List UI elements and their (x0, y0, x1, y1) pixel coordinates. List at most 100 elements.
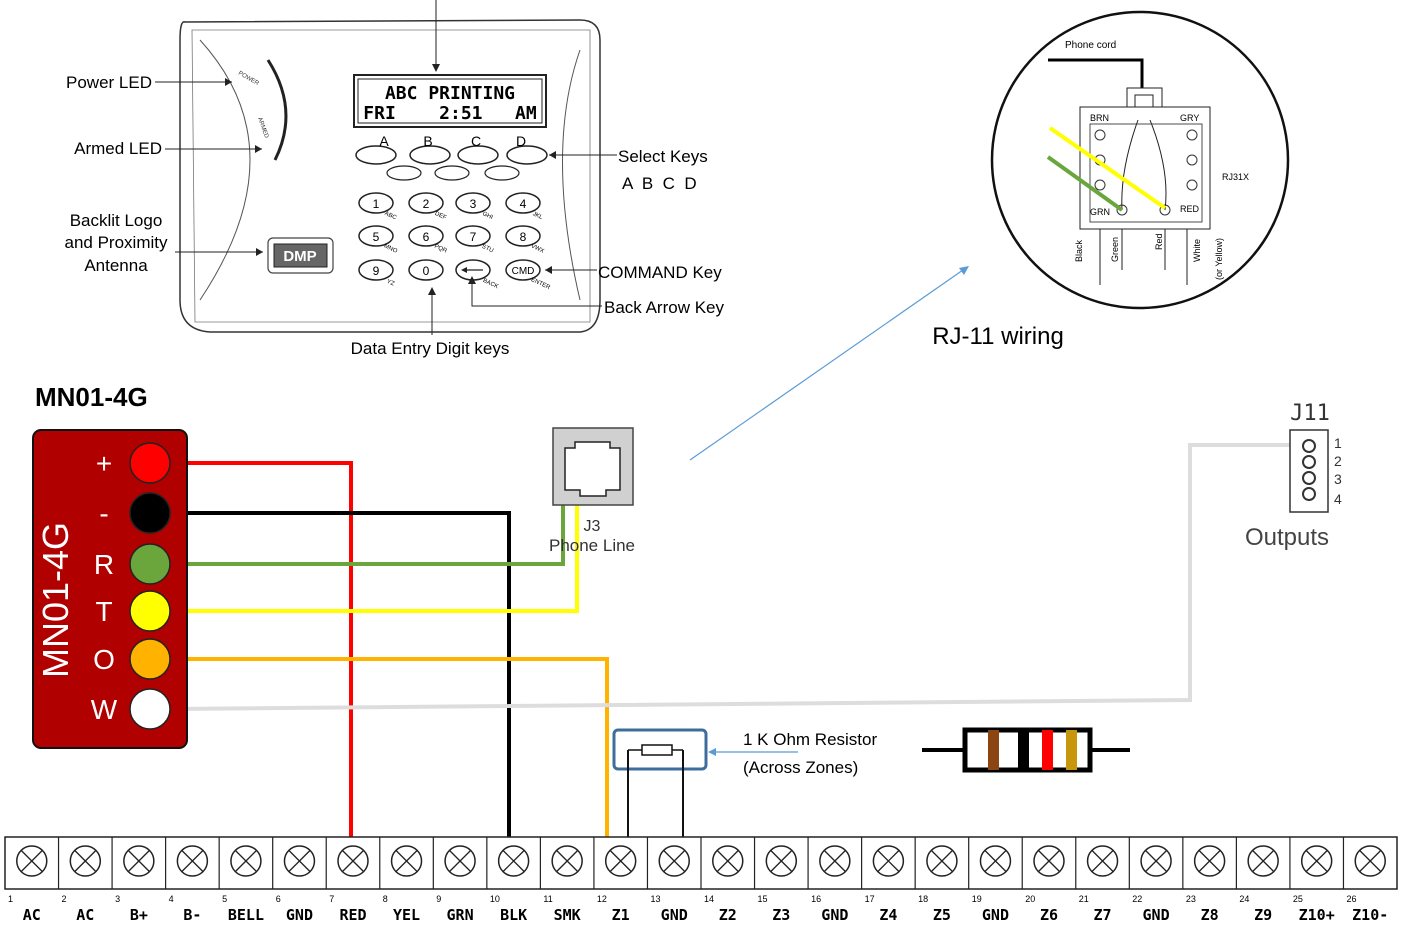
terminal-number-10: 10 (490, 894, 500, 904)
j11-label: J11 (1290, 401, 1330, 426)
terminal-number-20: 20 (1025, 894, 1035, 904)
terminal-number-2: 2 (62, 894, 67, 904)
wires (167, 443, 1290, 843)
resistor-band-3 (1042, 730, 1053, 770)
module-terminal-3[interactable] (129, 590, 171, 632)
wire-green (168, 505, 565, 566)
digit-key-5-letters: MNO (383, 243, 399, 254)
resistor-label-2: (Across Zones) (743, 758, 858, 777)
digit-key-9[interactable] (358, 259, 394, 281)
j11-pin-4: 4 (1334, 491, 1342, 507)
digit-key-1[interactable] (358, 192, 394, 214)
fire-icon[interactable] (434, 165, 470, 181)
digit-key-5[interactable] (358, 225, 394, 247)
j3-label: J3 (584, 518, 601, 535)
digit-key-1-letters: ABC (384, 211, 398, 222)
digit-key-0-label: 0 (423, 264, 430, 278)
terminal-name-6: GND (286, 906, 313, 924)
select-key-b[interactable] (409, 145, 451, 165)
backlit-label-1: Backlit Logo (70, 211, 163, 230)
select-key-b-label: B (423, 133, 432, 149)
keypad-callouts: Power LED Armed LED Backlit Logo and Pro… (65, 0, 724, 358)
terminal-name-12: Z1 (612, 906, 630, 924)
terminal-number-16: 16 (811, 894, 821, 904)
command-key-label: COMMAND Key (598, 263, 722, 282)
panic-icon[interactable] (484, 165, 520, 181)
digit-key-8[interactable] (505, 225, 541, 247)
j11-connector: J11 1 2 3 4 Outputs (1245, 401, 1342, 551)
digit-key-4[interactable] (505, 192, 541, 214)
module-terminal-1[interactable] (129, 492, 171, 534)
cmd-key[interactable] (505, 259, 541, 281)
j11-pin-1: 1 (1334, 435, 1342, 451)
rj11-diagram: Phone cord BRN GRY GRN RED RJ31X Black G… (990, 10, 1290, 310)
wire-green-label: Green (1110, 237, 1120, 262)
module-terminal-label-2: R (94, 549, 114, 580)
digit-key-6-letters: PQR (433, 244, 448, 255)
terminal-name-9: GRN (447, 906, 474, 924)
module-terminal-label-3: T (95, 596, 112, 627)
digit-key-1-label: 1 (373, 197, 380, 211)
lcd-display (353, 74, 547, 128)
digit-key-8-label: 8 (520, 230, 527, 244)
terminal-name-18: Z5 (933, 906, 951, 924)
j11-pin-2: 2 (1334, 453, 1342, 469)
module-terminal-label-5: W (91, 694, 118, 725)
armed-led-label: Armed LED (74, 139, 162, 158)
phone-cord-label: Phone cord (1065, 40, 1116, 51)
terminal-name-21: Z7 (1094, 906, 1112, 924)
select-keys: A B C D (355, 133, 548, 181)
module-terminal-0[interactable] (129, 442, 171, 484)
terminal-number-6: 6 (276, 894, 281, 904)
terminal-name-19: GND (982, 906, 1009, 924)
gry-label: GRY (1180, 113, 1199, 123)
rj11-caption: RJ-11 wiring (932, 323, 1064, 350)
terminal-number-22: 22 (1132, 894, 1142, 904)
terminal-name-5: BELL (228, 906, 264, 924)
module-terminal-4[interactable] (129, 638, 171, 680)
select-key-d-label: D (516, 133, 526, 149)
digit-key-6[interactable] (408, 225, 444, 247)
terminal-name-17: Z4 (879, 906, 897, 924)
shield-icon[interactable] (386, 165, 422, 181)
module-terminal-label-1: - (99, 498, 108, 529)
terminal-name-8: YEL (393, 906, 420, 924)
terminal-number-1: 1 (8, 894, 13, 904)
resistor-band-4 (1066, 730, 1077, 770)
terminal-name-15: Z3 (772, 906, 790, 924)
digit-key-6-label: 6 (423, 230, 430, 244)
module-terminal-2[interactable] (129, 543, 171, 585)
select-key-d[interactable] (506, 145, 548, 165)
digit-key-4-label: 4 (520, 197, 527, 211)
terminal-number-9: 9 (436, 894, 441, 904)
digit-key-0[interactable] (408, 259, 444, 281)
brn-label: BRN (1090, 113, 1109, 123)
digit-key-2-label: 2 (423, 197, 430, 211)
terminal-number-12: 12 (597, 894, 607, 904)
wire-white-label: White (1192, 239, 1202, 262)
select-key-a[interactable] (355, 145, 397, 165)
digit-key-7[interactable] (455, 225, 491, 247)
backlit-label-3: Antenna (84, 256, 148, 275)
digit-key-2[interactable] (408, 192, 444, 214)
terminal-name-3: B+ (130, 906, 148, 924)
logo-text: DMP (283, 248, 316, 265)
wire-yellow (168, 505, 579, 613)
power-led-label: Power LED (66, 73, 152, 92)
select-keys-label: Select Keys (618, 147, 708, 166)
select-key-a-label: A (379, 133, 389, 149)
j3-jack[interactable]: J3 Phone Line (549, 427, 635, 555)
terminal-number-13: 13 (650, 894, 660, 904)
select-key-c[interactable] (457, 145, 499, 165)
terminal-number-7: 7 (329, 894, 334, 904)
terminal-name-10: BLK (500, 906, 527, 924)
back-arrow-label: Back Arrow Key (604, 298, 724, 317)
terminal-name-25: Z10+ (1299, 906, 1335, 924)
j11-caption: Outputs (1245, 524, 1329, 551)
module-terminal-5[interactable] (129, 688, 171, 730)
digit-key-3[interactable] (455, 192, 491, 214)
terminal-name-14: Z2 (719, 906, 737, 924)
terminal-number-26: 26 (1346, 894, 1356, 904)
